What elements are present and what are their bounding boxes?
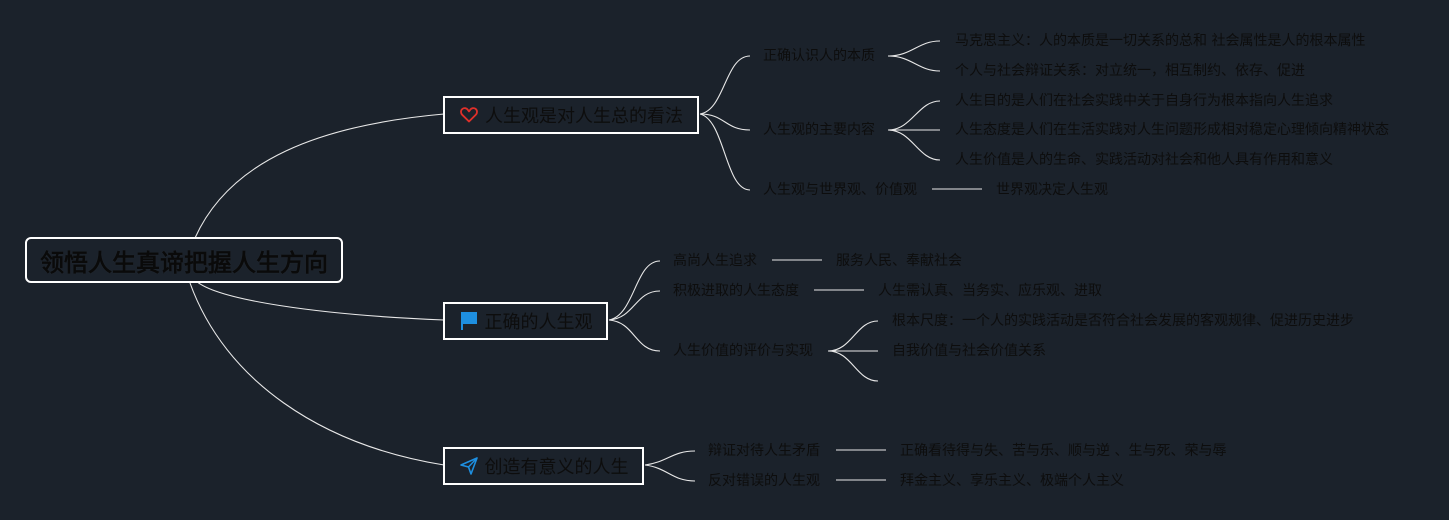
leaf-topic[interactable]: 马克思主义：人的本质是一切关系的总和 社会属性是人的根本属性	[955, 32, 1365, 50]
paper-plane-icon	[459, 456, 479, 476]
branch-topic-correct-life-view[interactable]: 正确的人生观	[443, 302, 608, 340]
subtopic-label: 人生价值的评价与实现	[673, 343, 813, 359]
connector-b1-s1	[699, 55, 751, 115]
leaf-topic[interactable]: 人生需认真、当务实、应乐观、进取	[878, 282, 1102, 300]
connector-s1-l1	[887, 40, 941, 57]
subtopic-life-contradictions[interactable]: 辩证对待人生矛盾	[708, 442, 820, 460]
connector-s2-l1	[887, 100, 941, 131]
connector-b2-s3	[608, 319, 661, 352]
connector-b2-s1	[608, 260, 661, 321]
branch-topic-label: 正确的人生观	[484, 312, 593, 333]
leaf-label: 世界观决定人生观	[996, 182, 1108, 198]
leaf-topic[interactable]: 世界观决定人生观	[996, 181, 1108, 199]
branch-topic-label: 创造有意义的人生	[484, 457, 629, 478]
subtopic-label: 积极进取的人生态度	[673, 283, 799, 299]
leaf-label: 根本尺度：一个人的实践活动是否符合社会发展的客观规律、促进历史进步	[892, 313, 1354, 329]
subtopic-label: 高尚人生追求	[673, 253, 757, 269]
subtopic-oppose-wrong-views[interactable]: 反对错误的人生观	[708, 472, 820, 490]
connector-root-branch-3	[189, 282, 445, 466]
connector-b2s3-l3	[827, 350, 879, 382]
root-topic[interactable]: 领悟人生真谛把握人生方向	[25, 237, 343, 283]
leaf-label: 人生价值是人的生命、实践活动对社会和他人具有作用和意义	[955, 152, 1333, 168]
leaf-topic[interactable]: 正确看待得与失、苦与乐、顺与逆 、生与死、荣与辱	[900, 442, 1226, 460]
leaf-label: 个人与社会辩证关系：对立统一，相互制约、依存、促进	[955, 63, 1305, 79]
subtopic-worldview-values[interactable]: 人生观与世界观、价值观	[763, 181, 917, 199]
leaf-topic[interactable]: 拜金主义、享乐主义、极端个人主义	[900, 472, 1124, 490]
subtopic-label: 辩证对待人生矛盾	[708, 443, 820, 459]
leaf-topic[interactable]: 人生价值是人的生命、实践活动对社会和他人具有作用和意义	[955, 151, 1333, 169]
leaf-topic[interactable]: 人生态度是人们在生活实践对人生问题形成相对稳定心理倾向精神状态	[955, 121, 1389, 139]
subtopic-human-essence[interactable]: 正确认识人的本质	[763, 47, 875, 65]
root-topic-label: 领悟人生真谛把握人生方向	[40, 248, 328, 277]
branch-topic-meaningful-life[interactable]: 创造有意义的人生	[443, 447, 644, 485]
leaf-label: 人生目的是人们在社会实践中关于自身行为根本指向人生追求	[955, 93, 1333, 109]
leaf-topic[interactable]: 个人与社会辩证关系：对立统一，相互制约、依存、促进	[955, 62, 1305, 80]
subtopic-label: 反对错误的人生观	[708, 473, 820, 489]
leaf-label: 服务人民、奉献社会	[836, 253, 962, 269]
leaf-topic[interactable]: 自我价值与社会价值关系	[892, 342, 1046, 360]
leaf-label: 人生需认真、当务实、应乐观、进取	[878, 283, 1102, 299]
leaf-topic[interactable]: 根本尺度：一个人的实践活动是否符合社会发展的客观规律、促进历史进步	[892, 312, 1354, 330]
connector-b1-s2	[699, 113, 751, 131]
leaf-label: 拜金主义、享乐主义、极端个人主义	[900, 473, 1124, 489]
connector-s1-l2	[887, 55, 941, 72]
leaf-label: 正确看待得与失、苦与乐、顺与逆 、生与死、荣与辱	[900, 443, 1227, 459]
leaf-label: 马克思主义：人的本质是一切关系的总和 社会属性是人的根本属性	[955, 33, 1366, 49]
subtopic-label: 正确认识人的本质	[763, 48, 875, 64]
connector-b2-s2	[608, 290, 661, 321]
connector-root-branch-2	[194, 279, 445, 321]
connector-b3-s2	[644, 464, 696, 482]
connector-s2-l3	[887, 129, 941, 161]
leaf-label: 自我价值与社会价值关系	[892, 343, 1046, 359]
leaf-topic[interactable]: 服务人民、奉献社会	[836, 252, 962, 270]
connector-root-branch-1	[194, 113, 445, 239]
connector-b2s3-l1	[827, 320, 879, 352]
leaf-label: 人生态度是人们在生活实践对人生问题形成相对稳定心理倾向精神状态	[955, 122, 1389, 138]
connector-b3-s1	[644, 450, 696, 466]
branch-topic-label: 人生观是对人生总的看法	[485, 106, 683, 127]
subtopic-label: 人生观的主要内容	[763, 122, 875, 138]
subtopic-noble-pursuit[interactable]: 高尚人生追求	[673, 252, 757, 270]
subtopic-main-content[interactable]: 人生观的主要内容	[763, 121, 875, 139]
flag-icon	[459, 311, 479, 331]
subtopic-label: 人生观与世界观、价值观	[763, 182, 917, 198]
subtopic-value-evaluation[interactable]: 人生价值的评价与实现	[673, 342, 813, 360]
branch-topic-life-view[interactable]: 人生观是对人生总的看法	[443, 96, 699, 134]
subtopic-positive-attitude[interactable]: 积极进取的人生态度	[673, 282, 799, 300]
connector-b1-s3	[699, 113, 751, 191]
leaf-topic[interactable]: 人生目的是人们在社会实践中关于自身行为根本指向人生追求	[955, 92, 1333, 110]
heart-icon	[459, 105, 479, 125]
